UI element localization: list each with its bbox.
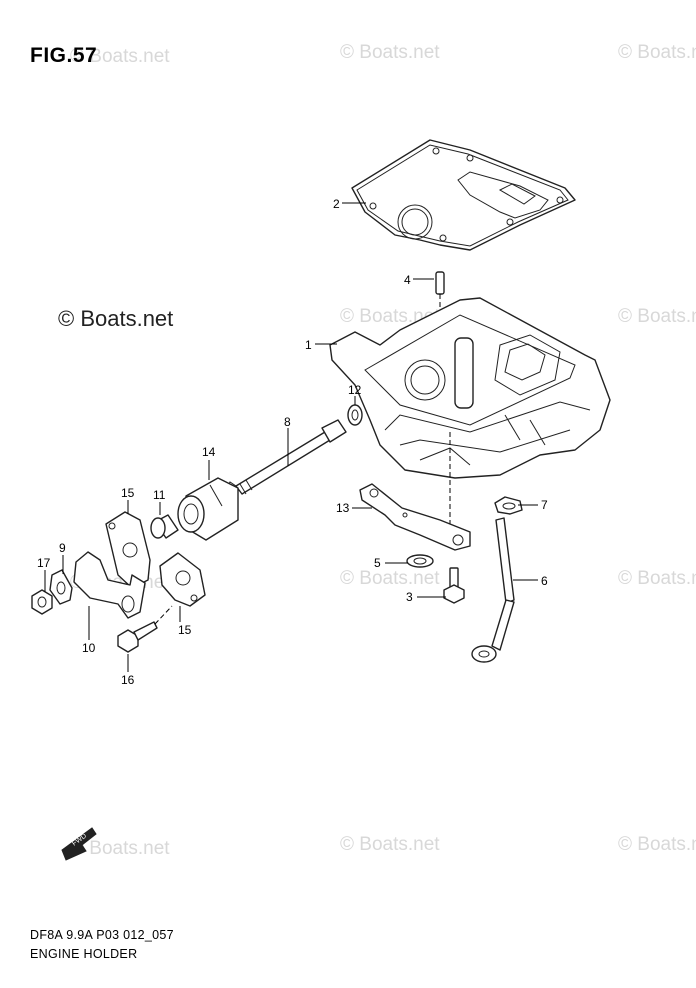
- callout-7: 7: [541, 498, 548, 512]
- part-7-clip[interactable]: [494, 496, 523, 515]
- part-5-washer[interactable]: [406, 554, 434, 568]
- callout-15-upper: 15: [121, 486, 135, 500]
- part-17-nut[interactable]: [31, 589, 53, 615]
- part-6-ground-cable[interactable]: [471, 517, 515, 663]
- part-9-spacer[interactable]: [49, 569, 73, 605]
- watermark: © Boats.net: [70, 838, 170, 859]
- watermark: © Boats.net: [618, 306, 696, 327]
- callout-12: 12: [348, 383, 362, 397]
- callout-6: 6: [541, 574, 548, 588]
- watermark: © Boats.net: [340, 42, 440, 63]
- watermark: © Boats.net: [618, 568, 696, 589]
- part-3-bolt[interactable]: [443, 567, 465, 604]
- watermark: © Boats.net: [340, 834, 440, 855]
- watermark: © Boats.net: [340, 568, 440, 589]
- part-1-engine-holder[interactable]: [329, 297, 611, 479]
- callout-8: 8: [284, 415, 291, 429]
- callout-5: 5: [374, 556, 381, 570]
- callout-10: 10: [82, 641, 96, 655]
- part-10-clamp-bracket[interactable]: [73, 551, 146, 619]
- callout-4: 4: [404, 273, 411, 287]
- part-11-collar[interactable]: [150, 514, 179, 539]
- watermark: © Boats.net: [340, 306, 440, 327]
- callout-15-lower: 15: [178, 623, 192, 637]
- callout-14: 14: [202, 445, 216, 459]
- figure-caption: ENGINE HOLDER: [30, 947, 138, 961]
- part-12-washer[interactable]: [347, 404, 363, 426]
- fwd-arrow-icon: FWD: [61, 827, 97, 861]
- callout-2: 2: [333, 197, 340, 211]
- callout-1: 1: [305, 338, 312, 352]
- callout-3: 3: [406, 590, 413, 604]
- part-14-rubber-mount[interactable]: [177, 477, 239, 541]
- callout-16: 16: [121, 673, 135, 687]
- watermark: © Boats.net: [70, 46, 170, 67]
- part-4-dowel-pin[interactable]: [435, 271, 445, 295]
- leader-lines: [44, 202, 538, 672]
- callout-9: 9: [59, 541, 66, 555]
- part-15-plate-upper[interactable]: [105, 511, 151, 589]
- watermark: © Boats.net: [618, 834, 696, 855]
- part-2-gasket[interactable]: [351, 139, 576, 251]
- watermark-dark: © Boats.net: [58, 306, 174, 331]
- figure-title: FIG.57: [30, 44, 98, 67]
- callout-17: 17: [37, 556, 51, 570]
- part-13-bracket[interactable]: [359, 483, 471, 551]
- callout-13: 13: [336, 501, 350, 515]
- part-15-plate-lower[interactable]: [159, 552, 206, 607]
- callout-11: 11: [153, 488, 166, 502]
- callout-labels: 2 1 4 12 8 14 11 15 9 17 10 15 16 13 5 3…: [37, 197, 548, 687]
- part-16-bolt[interactable]: [117, 621, 158, 653]
- part-8-bolt[interactable]: [225, 419, 347, 495]
- watermark: © Boats.net: [618, 42, 696, 63]
- figure-code: DF8A 9.9A P03 012_057: [30, 928, 174, 942]
